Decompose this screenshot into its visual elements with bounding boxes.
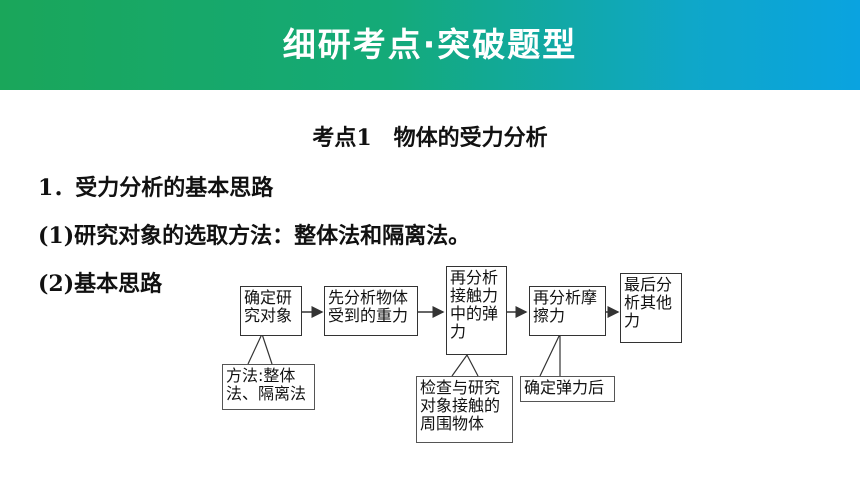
note-method: 方法:整体法、隔离法 (222, 364, 315, 410)
note-check-contact: 检查与研究对象接触的周围物体 (416, 376, 513, 443)
text-basic-approach: (2)基本思路 (38, 271, 163, 297)
text-object-selection: (1)研究对象的选取方法：整体法和隔离法。 (38, 223, 471, 249)
flow-step-friction: 再分析摩擦力 (529, 286, 606, 336)
flow-step-elastic-force: 再分析接触力中的弹力 (446, 266, 507, 355)
callout-pointer-method (247, 332, 273, 365)
page-title: 细研考点·突破题型 (282, 25, 578, 64)
callout-pointer-check (451, 353, 479, 377)
note-after-elastic: 确定弹力后 (520, 376, 615, 402)
section-heading: 考点1 物体的受力分析 (312, 125, 548, 151)
flow-step-identify-object: 确定研究对象 (240, 286, 302, 336)
subheading-basic-approach: 1．受力分析的基本思路 (38, 175, 274, 201)
header-banner: 细研考点·突破题型 (0, 0, 860, 90)
callout-pointer-after-elastic (539, 333, 561, 377)
flow-step-other-forces: 最后分析其他力 (620, 273, 682, 343)
flow-step-gravity: 先分析物体受到的重力 (324, 286, 418, 336)
